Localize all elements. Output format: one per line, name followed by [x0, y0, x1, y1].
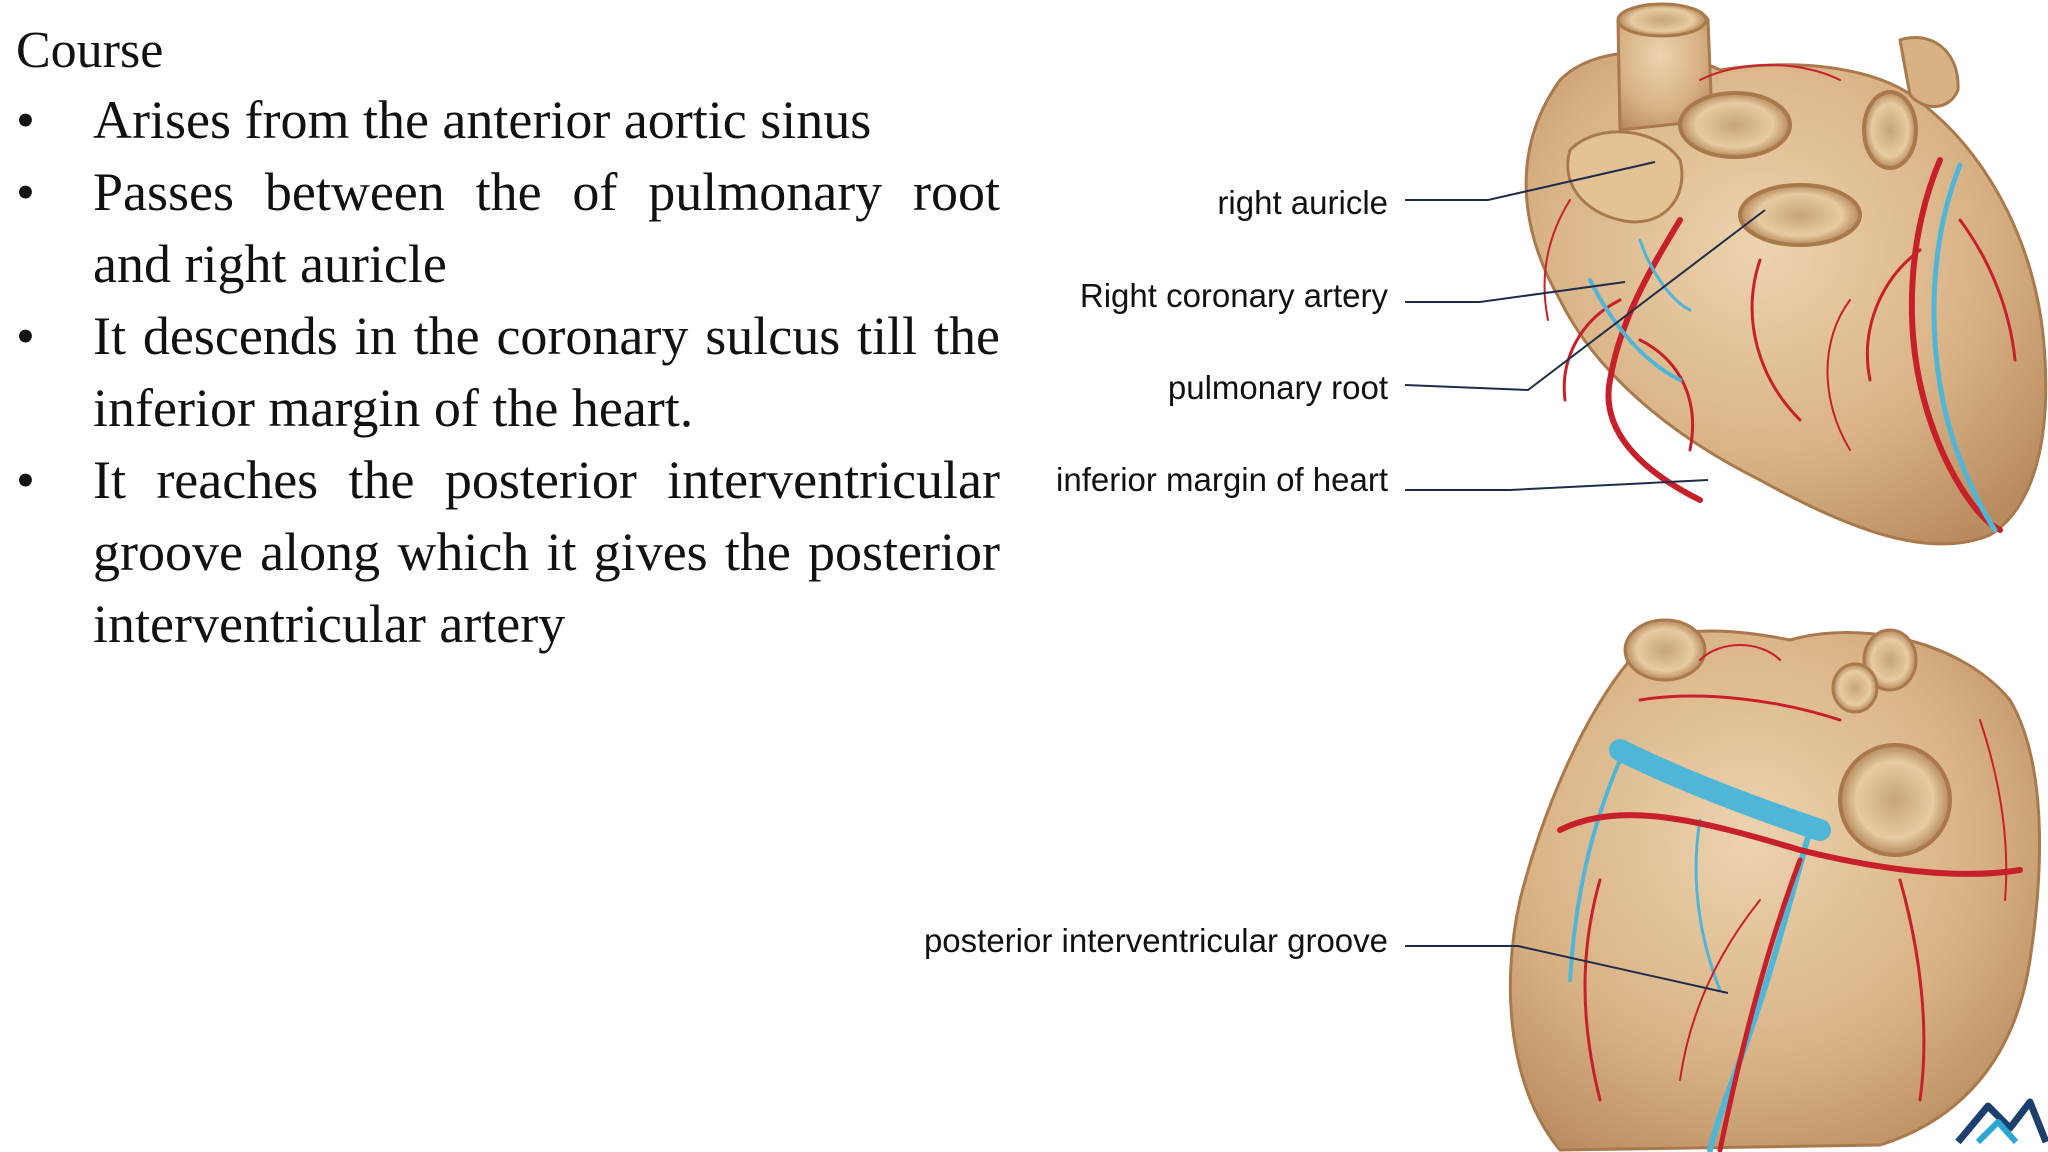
posterior-heart-body: [1508, 629, 2042, 1152]
bullet-text: It reaches the posterior interventricula…: [93, 450, 1000, 654]
label-inferior-margin: inferior margin of heart: [1056, 461, 1388, 498]
posterior-vessel-top2: [1831, 662, 1879, 714]
aorta-opening: [1616, 2, 1708, 38]
bullet-marker: •: [16, 450, 35, 510]
pulmonary-root-opening: [1738, 183, 1862, 247]
posterior-vessel-left: [1623, 618, 1707, 682]
label-right-auricle: right auricle: [1217, 184, 1388, 221]
anterior-heart-illustration: [1524, 2, 2048, 546]
pulmonary-trunk-opening: [1678, 91, 1792, 159]
bullet-text: It descends in the coronary sulcus till …: [93, 306, 1000, 438]
mountain-logo-icon: [1955, 1098, 2048, 1145]
text-block: Course • Arises from the anterior aortic …: [16, 18, 1000, 660]
right-auricle-shape: [1566, 130, 1684, 224]
leader-pulmonary-root: [1404, 209, 1766, 392]
leader-right-coronary-artery: [1405, 281, 1626, 303]
posterior-arteries: [1557, 644, 2023, 1152]
posterior-veins: [1568, 739, 1831, 1152]
leader-inferior-margin: [1405, 479, 1709, 491]
bullet-text: Passes between the of pulmonary root and…: [93, 162, 1000, 294]
leader-right-auricle: [1405, 161, 1656, 201]
slide-heading: Course: [16, 22, 164, 79]
posterior-vessel-top: [1862, 628, 1918, 692]
label-pulmonary-root: pulmonary root: [1167, 369, 1388, 406]
label-right-coronary-artery: Right coronary artery: [1079, 277, 1388, 314]
inferior-vena-cava-opening: [1838, 743, 1952, 857]
posterior-heart-illustration: [1508, 618, 2042, 1152]
bullet-list: • Arises from the anterior aortic sinus •…: [16, 84, 1000, 660]
bullet-item: • Passes between the of pulmonary root an…: [16, 156, 1000, 300]
bullet-marker: •: [16, 306, 35, 366]
bullet-item: • It reaches the posterior interventricul…: [16, 444, 1000, 660]
anterior-veins: [1588, 162, 1998, 533]
bullet-marker: •: [16, 90, 35, 150]
leader-posterior-groove: [1405, 945, 1729, 994]
left-atrium-bulge: [1898, 35, 1960, 108]
bullet-item: • It descends in the coronary sulcus till…: [16, 300, 1000, 444]
leader-lines: [1404, 161, 1766, 994]
pulmonary-vein-opening: [1862, 90, 1918, 170]
bullet-marker: •: [16, 162, 35, 222]
label-posterior-groove: posterior interventricular groove: [923, 922, 1388, 959]
bullet-item: • Arises from the anterior aortic sinus: [16, 84, 1000, 156]
bullet-text: Arises from the anterior aortic sinus: [93, 90, 872, 150]
